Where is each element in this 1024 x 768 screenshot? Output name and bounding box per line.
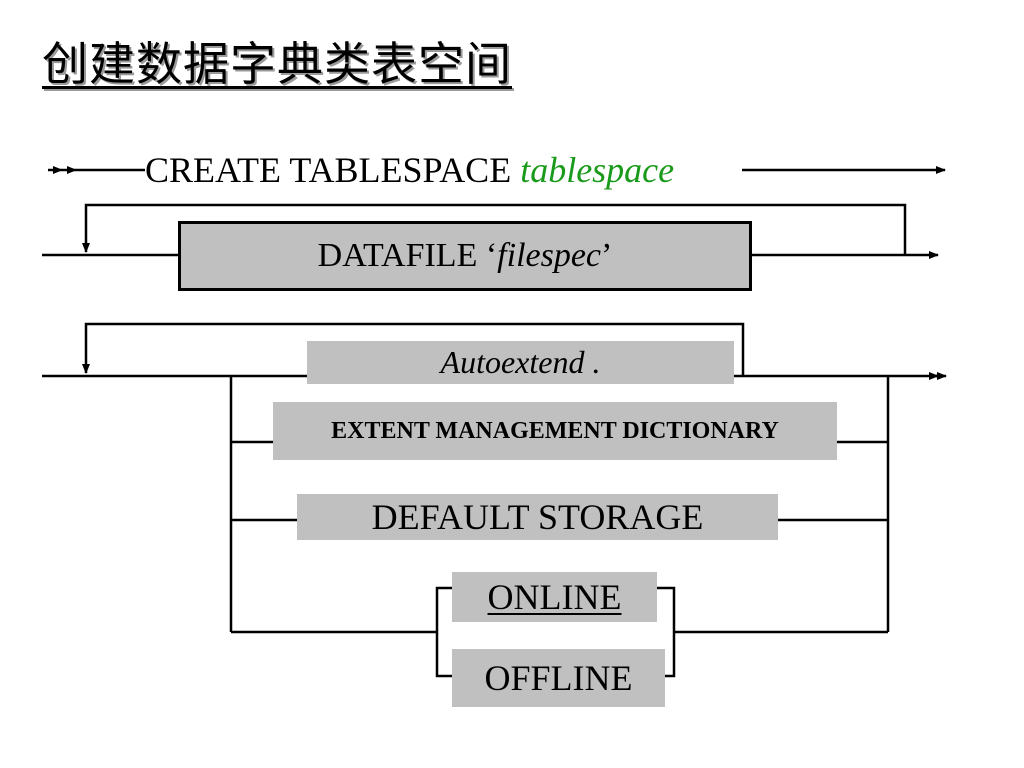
create-tablespace-keyword: CREATE TABLESPACE [145,150,512,190]
create-tablespace-clause: CREATE TABLESPACE tablespace [145,152,674,188]
datafile-suffix: ’ [601,237,613,274]
default-storage-label: DEFAULT STORAGE [371,497,704,537]
extent-management-label: EXTENT MANAGEMENT DICTIONARY [331,417,779,444]
offline-box: OFFLINE [452,649,665,707]
extent-management-box: EXTENT MANAGEMENT DICTIONARY [273,402,837,460]
datafile-box: DATAFILE ‘filespec’ [178,221,752,291]
row3-lines [42,322,947,678]
offline-label: OFFLINE [484,658,633,698]
autoextend-box: Autoextend . [307,341,734,384]
default-storage-box: DEFAULT STORAGE [297,494,778,540]
online-box: ONLINE [452,572,657,622]
tablespace-param: tablespace [520,150,675,190]
datafile-prefix: DATAFILE ‘ [317,237,498,274]
page-title: 创建数据字典类表空间 [42,37,512,91]
autoextend-label: Autoextend . [440,344,601,380]
filespec-param: filespec [497,237,602,274]
online-label: ONLINE [487,577,622,617]
row2-lines [42,203,939,259]
